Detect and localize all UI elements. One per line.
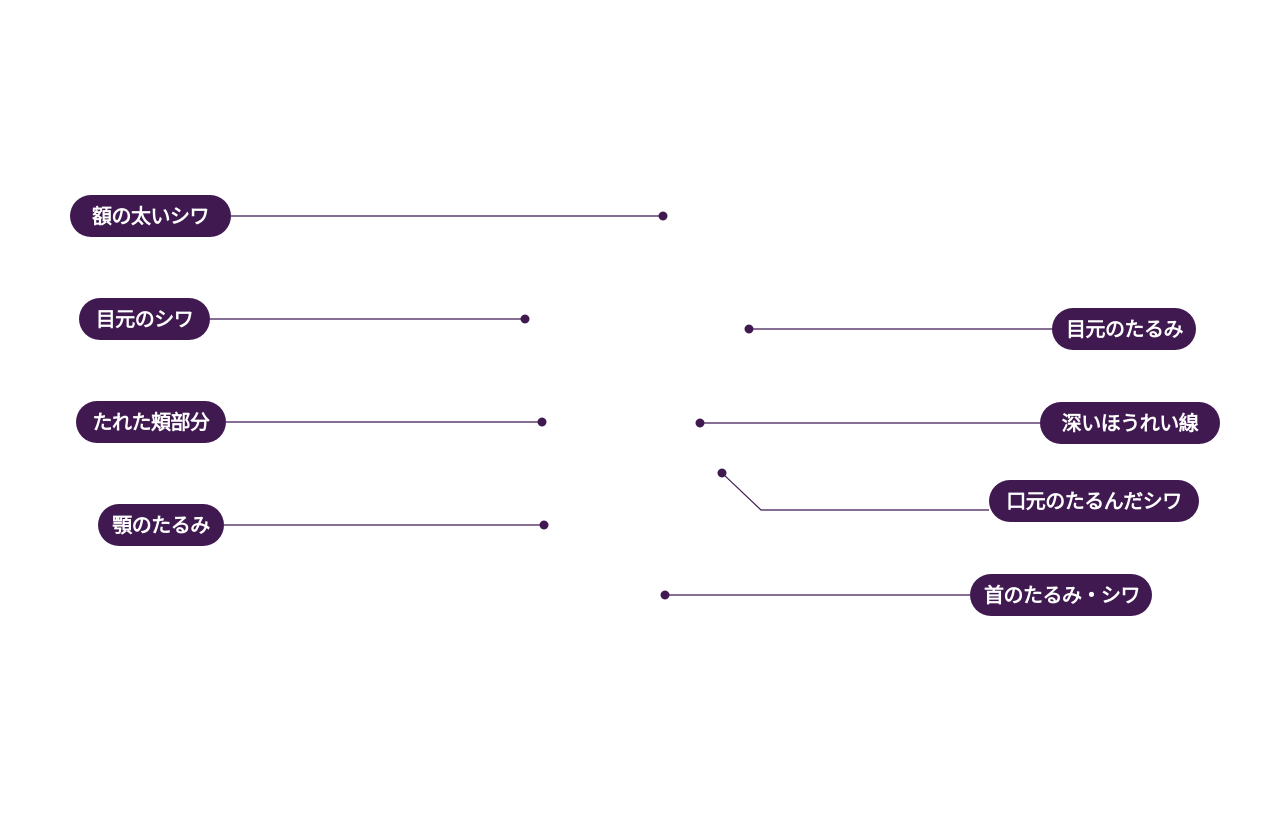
callout-label-mouth-wrinkle: 口元のたるんだシワ xyxy=(989,480,1199,522)
anchor-dot-mouth xyxy=(717,468,727,478)
anchor-dot-nasolabial xyxy=(695,418,705,428)
callout-label-forehead-wrinkle: 額の太いシワ xyxy=(70,195,231,237)
callout-label-jaw-sag: 顎のたるみ xyxy=(98,504,224,546)
callout-label-nasolabial-fold: 深いほうれい線 xyxy=(1040,402,1220,444)
callout-label-eye-sag: 目元のたるみ xyxy=(1052,308,1196,350)
anchor-dot-neck xyxy=(660,590,670,600)
anchor-dot-eye-sag xyxy=(744,324,754,334)
anchor-dot-eye-wrinkle xyxy=(520,314,530,324)
anchor-dot-cheek xyxy=(537,417,547,427)
leader-line-mouth xyxy=(721,472,989,511)
anchor-dot-forehead xyxy=(658,211,668,221)
callout-label-eye-wrinkle: 目元のシワ xyxy=(79,298,210,340)
callout-label-neck-wrinkle: 首のたるみ・シワ xyxy=(970,574,1152,616)
callout-label-sagging-cheek: たれた頬部分 xyxy=(76,401,226,443)
anchor-dot-jaw xyxy=(539,520,549,530)
